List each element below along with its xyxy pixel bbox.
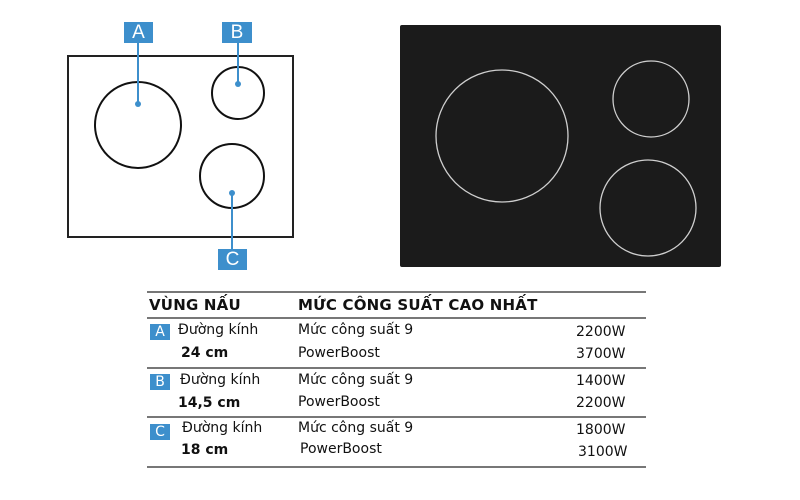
power-value: 1400W <box>576 373 626 389</box>
header-power: MỨC CÔNG SUẤT CAO NHẤT <box>298 296 538 314</box>
table-divider <box>147 367 646 369</box>
table-divider <box>147 416 646 418</box>
boost-label: PowerBoost <box>298 394 380 410</box>
photo-zone-c <box>599 159 697 257</box>
zone-tag: C <box>150 424 170 440</box>
table-divider <box>147 466 646 468</box>
table-divider <box>147 291 646 293</box>
size-value: 14,5 cm <box>178 395 241 411</box>
size-label: Đường kính <box>182 420 263 436</box>
size-value: 24 cm <box>181 345 229 361</box>
table-divider <box>147 317 646 319</box>
photo-zone-b <box>612 60 690 138</box>
zone-c-pointer-dot <box>229 190 235 196</box>
level-label: Mức công suất 9 <box>298 372 414 388</box>
level-label: Mức công suất 9 <box>298 322 414 338</box>
power-value: 1800W <box>576 422 626 438</box>
boost-label: PowerBoost <box>298 345 380 361</box>
zone-tag: A <box>150 324 170 340</box>
zone-label-c: C <box>218 249 247 270</box>
cooktop-outline <box>67 55 294 238</box>
power-value: 2200W <box>576 324 626 340</box>
cooktop-photo <box>400 25 721 267</box>
zone-a-pointer-dot <box>135 101 141 107</box>
size-label: Đường kính <box>178 322 259 338</box>
boost-power-value: 2200W <box>576 395 626 411</box>
boost-power-value: 3100W <box>578 444 628 460</box>
zone-label-a: A <box>124 22 153 43</box>
header-zone: VÙNG NẤU <box>149 296 241 314</box>
zone-b-pointer-dot <box>235 81 241 87</box>
size-label: Đường kính <box>180 372 261 388</box>
photo-zone-a <box>435 69 569 203</box>
size-value: 18 cm <box>181 442 229 458</box>
level-label: Mức công suất 9 <box>298 420 414 436</box>
boost-power-value: 3700W <box>576 346 626 362</box>
zone-label-b: B <box>222 22 252 43</box>
zone-tag: B <box>150 374 170 390</box>
boost-label: PowerBoost <box>300 441 382 457</box>
